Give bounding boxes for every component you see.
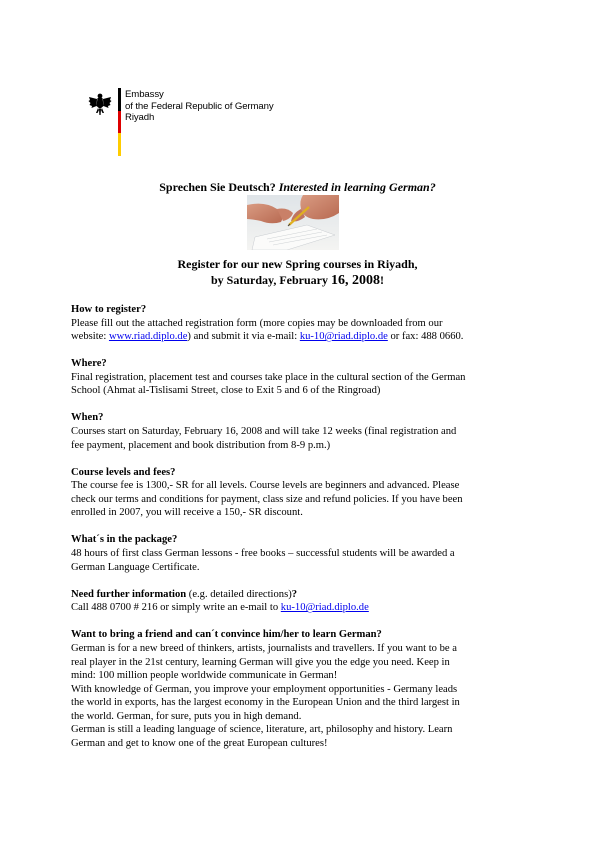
letterhead: Embassy of the Federal Republic of Germa… — [125, 89, 274, 124]
section-title: Where? — [71, 358, 107, 370]
section-package: What´s in the package? 48 hours of first… — [71, 533, 526, 574]
headline-question: Sprechen Sie Deutsch? — [159, 180, 276, 194]
section-bring-a-friend: Want to bring a friend and can´t convinc… — [71, 628, 526, 750]
section-title: What´s in the package? — [71, 534, 178, 546]
headline: Sprechen Sie Deutsch? Interested in lear… — [0, 180, 595, 195]
section-when: When? Courses start on Saturday, Februar… — [71, 411, 526, 452]
federal-eagle-icon — [88, 93, 112, 115]
register-headline: Register for our new Spring courses in R… — [0, 256, 595, 289]
section-title: Course levels and fees? — [71, 466, 176, 478]
section-title: Want to bring a friend and can´t convinc… — [71, 629, 382, 641]
german-flag-bar — [118, 88, 121, 156]
section-text: 48 hours of first class German lessons -… — [71, 548, 455, 573]
section-text: The course fee is 1300,- SR for all leve… — [71, 480, 463, 519]
section-text: Courses start on Saturday, February 16, … — [71, 426, 457, 451]
email-link[interactable]: ku-10@riad.diplo.de — [280, 602, 369, 614]
section-text: German is for a new breed of thinkers, a… — [71, 642, 460, 749]
section-title: When? — [71, 412, 104, 424]
section-title: Need further information (e.g. detailed … — [71, 588, 298, 600]
section-text: Final registration, placement test and c… — [71, 371, 466, 397]
section-further-information: Need further information (e.g. detailed … — [71, 588, 526, 615]
register-line-2: by Saturday, February 16, 2008! — [0, 272, 595, 289]
register-line-2-prefix: by Saturday, February — [210, 273, 328, 287]
register-line-1: Register for our new Spring courses in R… — [177, 257, 418, 271]
letterhead-line-2: of the Federal Republic of Germany — [125, 100, 274, 112]
writing-hands-photo — [247, 195, 339, 250]
section-text: Call 488 0700 # 216 or simply write an e… — [71, 602, 369, 614]
headline-question-italic: Interested in learning German? — [278, 180, 436, 194]
section-text: Please fill out the attached registratio… — [71, 317, 464, 343]
letterhead-line-1: Embassy — [125, 89, 164, 100]
section-where: Where? Final registration, placement tes… — [71, 357, 526, 398]
section-how-to-register: How to register? Please fill out the att… — [71, 303, 526, 344]
document-body: How to register? Please fill out the att… — [71, 303, 526, 764]
section-course-levels-fees: Course levels and fees? The course fee i… — [71, 466, 526, 520]
letterhead-line-3: Riyadh — [125, 112, 155, 124]
register-line-2-suffix: ! — [380, 273, 384, 287]
email-link[interactable]: ku-10@riad.diplo.de — [299, 331, 388, 343]
website-link[interactable]: www.riad.diplo.de — [108, 331, 188, 343]
section-title: How to register? — [71, 304, 147, 315]
register-date: 16, 2008 — [331, 273, 380, 288]
